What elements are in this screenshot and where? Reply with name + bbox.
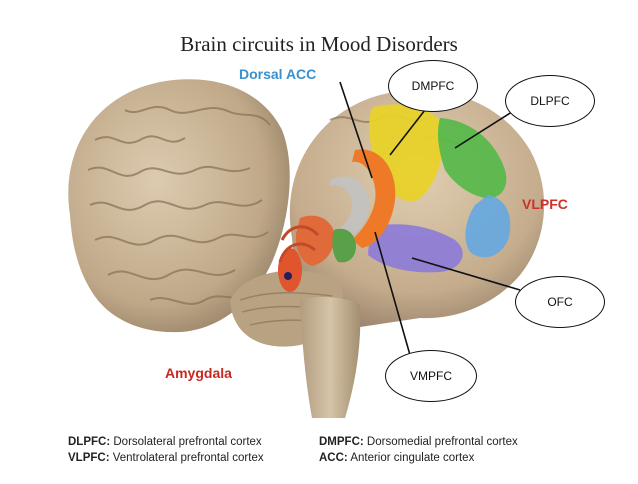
hippocampus-region [332,228,356,263]
vmpfc-callout: VMPFC [385,350,477,402]
callout-lines [339,81,521,356]
legend-abbr: ACC: [319,452,348,464]
abbreviation-legend: DLPFC: Dorsolateral prefrontal cortex DM… [68,434,588,466]
dlpfc-region [437,118,507,199]
vlpfc-region [465,195,511,258]
dlpfc-callout: DLPFC [505,75,595,127]
ofc-region [368,224,463,273]
ofc-callout: OFC [515,276,605,328]
page-title: Brain circuits in Mood Disorders [180,32,458,56]
vlpfc-label: VLPFC [522,196,568,212]
ofc-leader [411,257,521,291]
dlpfc-callout-text: DLPFC [530,94,570,108]
vmpfc-callout-text: VMPFC [410,369,452,383]
legend-text: Dorsolateral prefrontal cortex [113,436,262,448]
dmpfc-callout: DMPFC [388,60,478,112]
legend-entry-dlpfc: DLPFC: Dorsolateral prefrontal cortex [68,434,319,450]
dmpfc-leader [389,109,426,156]
legend-abbr: DLPFC: [68,436,111,448]
legend-text: Ventrolateral prefrontal cortex [112,452,264,464]
legend-row: VLPFC: Ventrolateral prefrontal cortex A… [68,450,588,466]
legend-text: Dorsomedial prefrontal cortex [366,436,518,448]
legend-row: DLPFC: Dorsolateral prefrontal cortex DM… [68,434,588,450]
legend-entry-vlpfc: VLPFC: Ventrolateral prefrontal cortex [68,450,319,466]
dorsal-acc-leader [339,81,373,179]
legend-abbr: VLPFC: [68,452,110,464]
ofc-callout-text: OFC [547,295,573,309]
dorsal-acc-label: Dorsal ACC [239,66,317,82]
legend-entry-dmpfc: DMPFC: Dorsomedial prefrontal cortex [319,434,570,450]
amygdala-label: Amygdala [165,365,232,381]
legend-text: Anterior cingulate cortex [350,452,475,464]
amygdala-marker [284,272,292,280]
dmpfc-callout-text: DMPFC [411,79,455,93]
lateral-brain [68,79,290,333]
acc-region [352,149,396,248]
amygdala-region [278,248,302,292]
dlpfc-leader [454,109,516,149]
legend-entry-acc: ACC: Anterior cingulate cortex [319,450,570,466]
corpus-callosum [330,176,370,236]
vmpfc-leader [374,231,411,356]
legend-abbr: DMPFC: [319,436,364,448]
medial-brain [230,90,545,418]
